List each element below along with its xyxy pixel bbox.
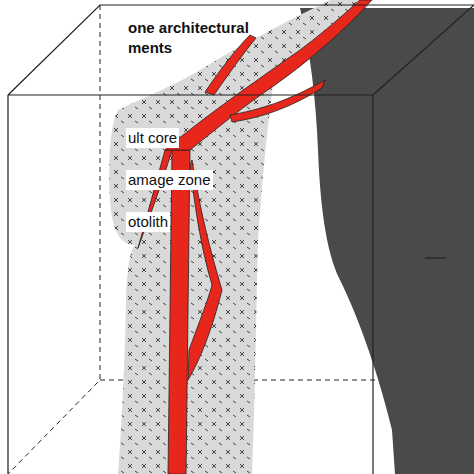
hidden-edge: [8, 5, 100, 474]
legend-label: ult core: [126, 128, 179, 148]
damage-zone: [109, 0, 372, 474]
legend-title: one architectural ments: [126, 18, 280, 58]
fault-core: [230, 80, 325, 122]
fault-core: [168, 150, 190, 474]
block-outline: [8, 5, 474, 474]
leader-line: [425, 257, 446, 258]
fault-core: [205, 35, 256, 95]
fault-core: [138, 150, 172, 248]
fault-core: [188, 160, 222, 380]
legend-label: otolith: [126, 212, 170, 232]
legend-label: amage zone: [126, 170, 213, 190]
fault-plane: [300, 8, 474, 474]
